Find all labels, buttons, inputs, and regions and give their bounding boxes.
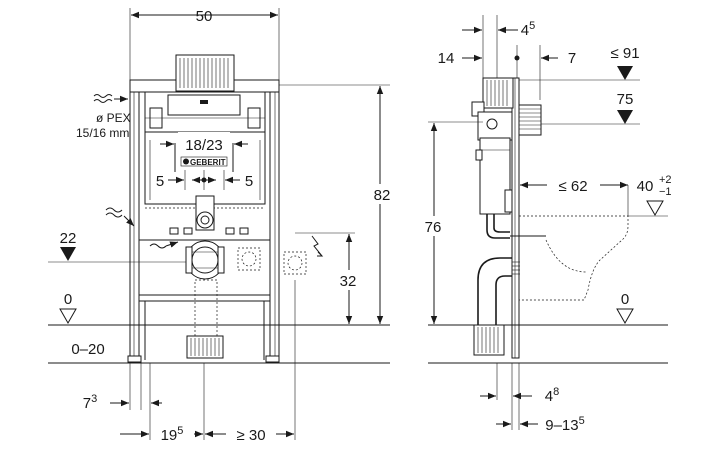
side-flush-housing	[482, 77, 514, 109]
side-pan-depth: ≤ 62	[558, 178, 587, 195]
front-view: 50	[48, 8, 396, 444]
floor-level-front: 0	[64, 291, 72, 308]
side-top-offset: 45	[521, 20, 535, 39]
side-pan-height-tol-upper: +2	[659, 174, 672, 186]
side-wall-range: 9–135	[545, 415, 585, 434]
water-wave-icon	[93, 94, 113, 98]
side-pan-height: 40	[637, 178, 654, 195]
offset-right-dimension: 5	[245, 173, 253, 190]
side-pan-height-tol-lower: −1	[659, 186, 672, 198]
frame-left-post	[129, 91, 140, 359]
pipe-label-line1: ø PEX	[96, 111, 131, 125]
side-drain-pipe	[473, 324, 505, 356]
flush-plate-dimension: 18/23	[185, 137, 223, 154]
brand-logo-icon	[183, 158, 189, 165]
foot-offset-dimension: 73	[83, 393, 97, 412]
side-view: 45 14 7 ≤ 91 75	[420, 15, 672, 434]
side-left-offset: 14	[438, 50, 455, 67]
brand-label: GEBERIT	[190, 158, 226, 167]
floor-level-side: 0	[621, 291, 629, 308]
frame-right-post	[269, 91, 280, 359]
flush-plate-top	[175, 54, 235, 92]
side-wc-pan-outline	[519, 215, 629, 301]
pipe-label-line2: 15/16 mm	[76, 126, 129, 140]
power-height-dimension: 32	[340, 273, 357, 290]
electric-bolt-icon	[311, 235, 323, 257]
floor-range-dimension: 0–20	[71, 341, 104, 358]
side-top-height: ≤ 91	[610, 45, 639, 62]
clearance-dimension: ≥ 30	[236, 427, 265, 444]
offset-left-dimension: 5	[156, 173, 164, 190]
side-mid-height: 75	[617, 91, 634, 108]
side-bottom-offset: 48	[545, 386, 559, 405]
side-right-offset: 7	[568, 50, 576, 67]
frame-height-dimension: 82	[374, 187, 391, 204]
width-dimension: 50	[196, 8, 213, 25]
drain-pipe	[186, 335, 224, 359]
side-frame-height: 76	[425, 219, 442, 236]
side-frame-post	[511, 77, 520, 359]
waste-height-dimension: 22	[60, 230, 77, 247]
center-offset-dimension: 195	[161, 425, 184, 444]
